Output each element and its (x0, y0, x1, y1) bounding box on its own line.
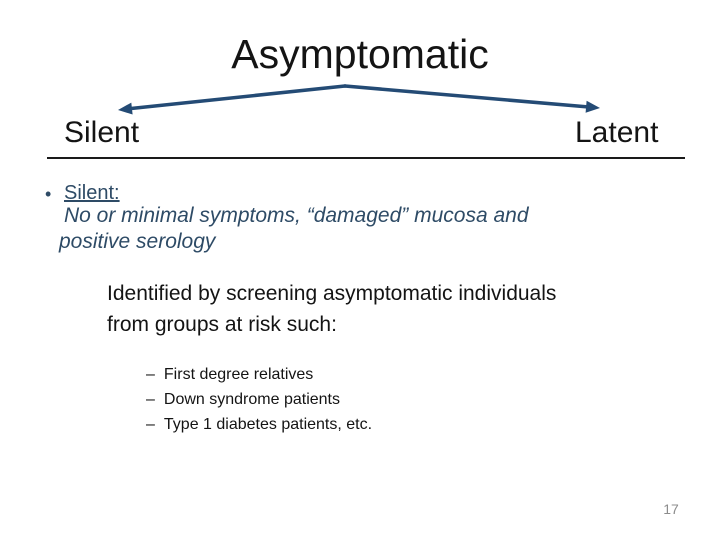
silent-branch-label: Silent (64, 116, 140, 149)
right-arrow-line (343, 84, 588, 109)
risk-group-item: –First degree relatives (146, 365, 313, 385)
right-arrowhead-icon (585, 100, 600, 113)
risk-group-label: First degree relatives (163, 366, 314, 383)
left-arrow-line (129, 84, 347, 111)
left-arrowhead-icon (118, 102, 133, 115)
risk-group-item: –Down syndrome patients (146, 390, 340, 410)
risk-group-label: Down syndrome patients (163, 391, 340, 408)
risk-group-label: Type 1 diabetes patients, etc. (163, 416, 373, 433)
identified-text-line-1: Identified by screening asymptomatic ind… (107, 282, 557, 305)
risk-group-item: –Type 1 diabetes patients, etc. (146, 415, 372, 435)
silent-description-line-2: positive serology (59, 230, 216, 253)
page-number: 17 (663, 501, 679, 517)
slide-title: Asymptomatic (231, 31, 489, 77)
divider-line (47, 157, 685, 159)
bullet-dot-icon: • (45, 184, 52, 204)
silent-heading: Silent: (64, 182, 120, 204)
dash-marker-icon: – (146, 366, 155, 383)
dash-marker-icon: – (146, 416, 155, 433)
dash-marker-icon: – (146, 391, 155, 408)
silent-description-line-1: No or minimal symptoms, “damaged” mucosa… (64, 204, 529, 227)
identified-text-line-2: from groups at risk such: (107, 313, 337, 336)
latent-branch-label: Latent (575, 116, 659, 149)
